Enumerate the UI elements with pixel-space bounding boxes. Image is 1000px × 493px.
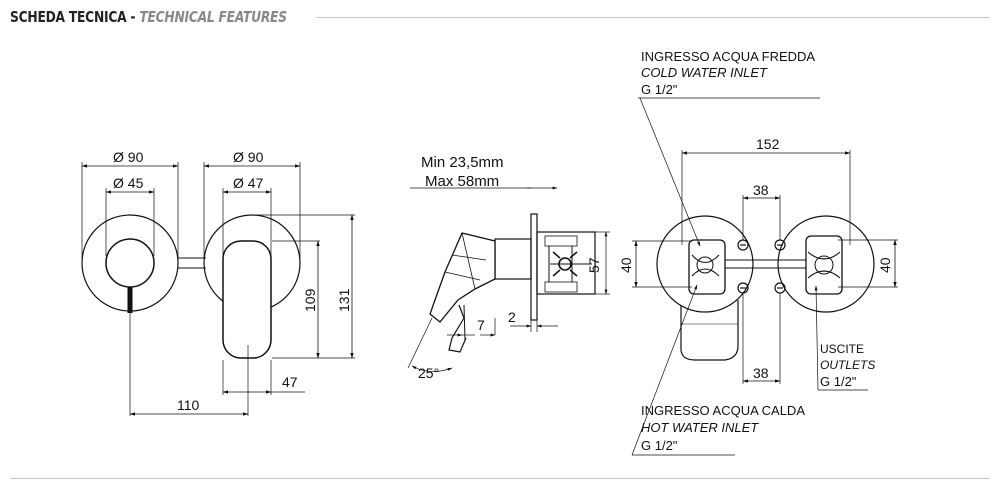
rear-left-rosette (656, 215, 754, 313)
hot-inlet-thread: G 1/2" (641, 438, 678, 453)
right-lever-outline (222, 240, 272, 359)
dim-label-110: 110 (177, 397, 200, 413)
cold-inlet-thread: G 1/2" (641, 82, 678, 97)
dim-label-47-bottom: 47 (282, 374, 298, 390)
rear-view (631, 97, 898, 456)
label-min-depth: Min 23,5mm (421, 154, 504, 171)
dim-label-2: 2 (508, 309, 516, 325)
outlets-label-it: USCITE (820, 342, 864, 356)
dim-label-diameter-47: Ø 47 (233, 175, 264, 191)
dim-label-25-degrees: 25° (418, 365, 439, 381)
dim-label-diameter-45: Ø 45 (113, 175, 144, 191)
title-subtitle: TECHNICAL FEATURES (139, 8, 287, 26)
header-rule (316, 17, 990, 18)
dim-label-7: 7 (477, 317, 485, 333)
dim-label-40-left: 40 (618, 257, 634, 273)
page-title: SCHEDA TECNICA - TECHNICAL FEATURES (10, 8, 287, 26)
side-lever-profile (429, 232, 496, 323)
side-view (407, 186, 610, 372)
dim-label-diameter-90-left: Ø 90 (113, 149, 144, 165)
rear-right-rosette (777, 215, 875, 313)
dim-label-57: 57 (586, 257, 602, 273)
dim-label-131: 131 (336, 288, 352, 312)
dim-label-diameter-90-right: Ø 90 (233, 149, 264, 165)
rear-view-labels: 152 38 38 40 40 INGRESSO ACQUA FREDDA CO… (618, 49, 893, 453)
side-view-labels: Min 23,5mm Max 58mm 57 7 2 25° (418, 154, 602, 381)
rear-outlet-spout (680, 300, 739, 361)
front-view (81, 162, 355, 416)
hot-inlet-label-it: INGRESSO ACQUA CALDA (641, 403, 805, 418)
cold-inlet-label-en: COLD WATER INLET (641, 65, 768, 80)
side-valve-body (536, 231, 596, 295)
dim-label-109: 109 (302, 288, 318, 312)
label-max-depth: Max 58mm (425, 173, 499, 190)
title-main: SCHEDA TECNICA (10, 8, 127, 26)
header: SCHEDA TECNICA - TECHNICAL FEATURES (10, 6, 348, 28)
hot-inlet-label-en: HOT WATER INLET (641, 420, 759, 435)
side-wall-plate (530, 213, 538, 321)
left-knob-outline (105, 238, 155, 288)
outlets-label-en: OUTLETS (820, 358, 875, 372)
outlets-thread: G 1/2" (820, 374, 857, 389)
footer-rule (10, 478, 990, 479)
cold-inlet-label-it: INGRESSO ACQUA FREDDA (641, 49, 815, 64)
dim-label-152: 152 (756, 136, 780, 152)
front-view-labels: Ø 90 Ø 45 Ø 90 Ø 47 109 131 47 110 (113, 149, 352, 413)
dim-label-38-top: 38 (753, 182, 769, 198)
dim-label-38-bottom: 38 (753, 365, 769, 381)
title-separator: - (126, 8, 140, 26)
dim-label-40-right: 40 (877, 257, 893, 273)
